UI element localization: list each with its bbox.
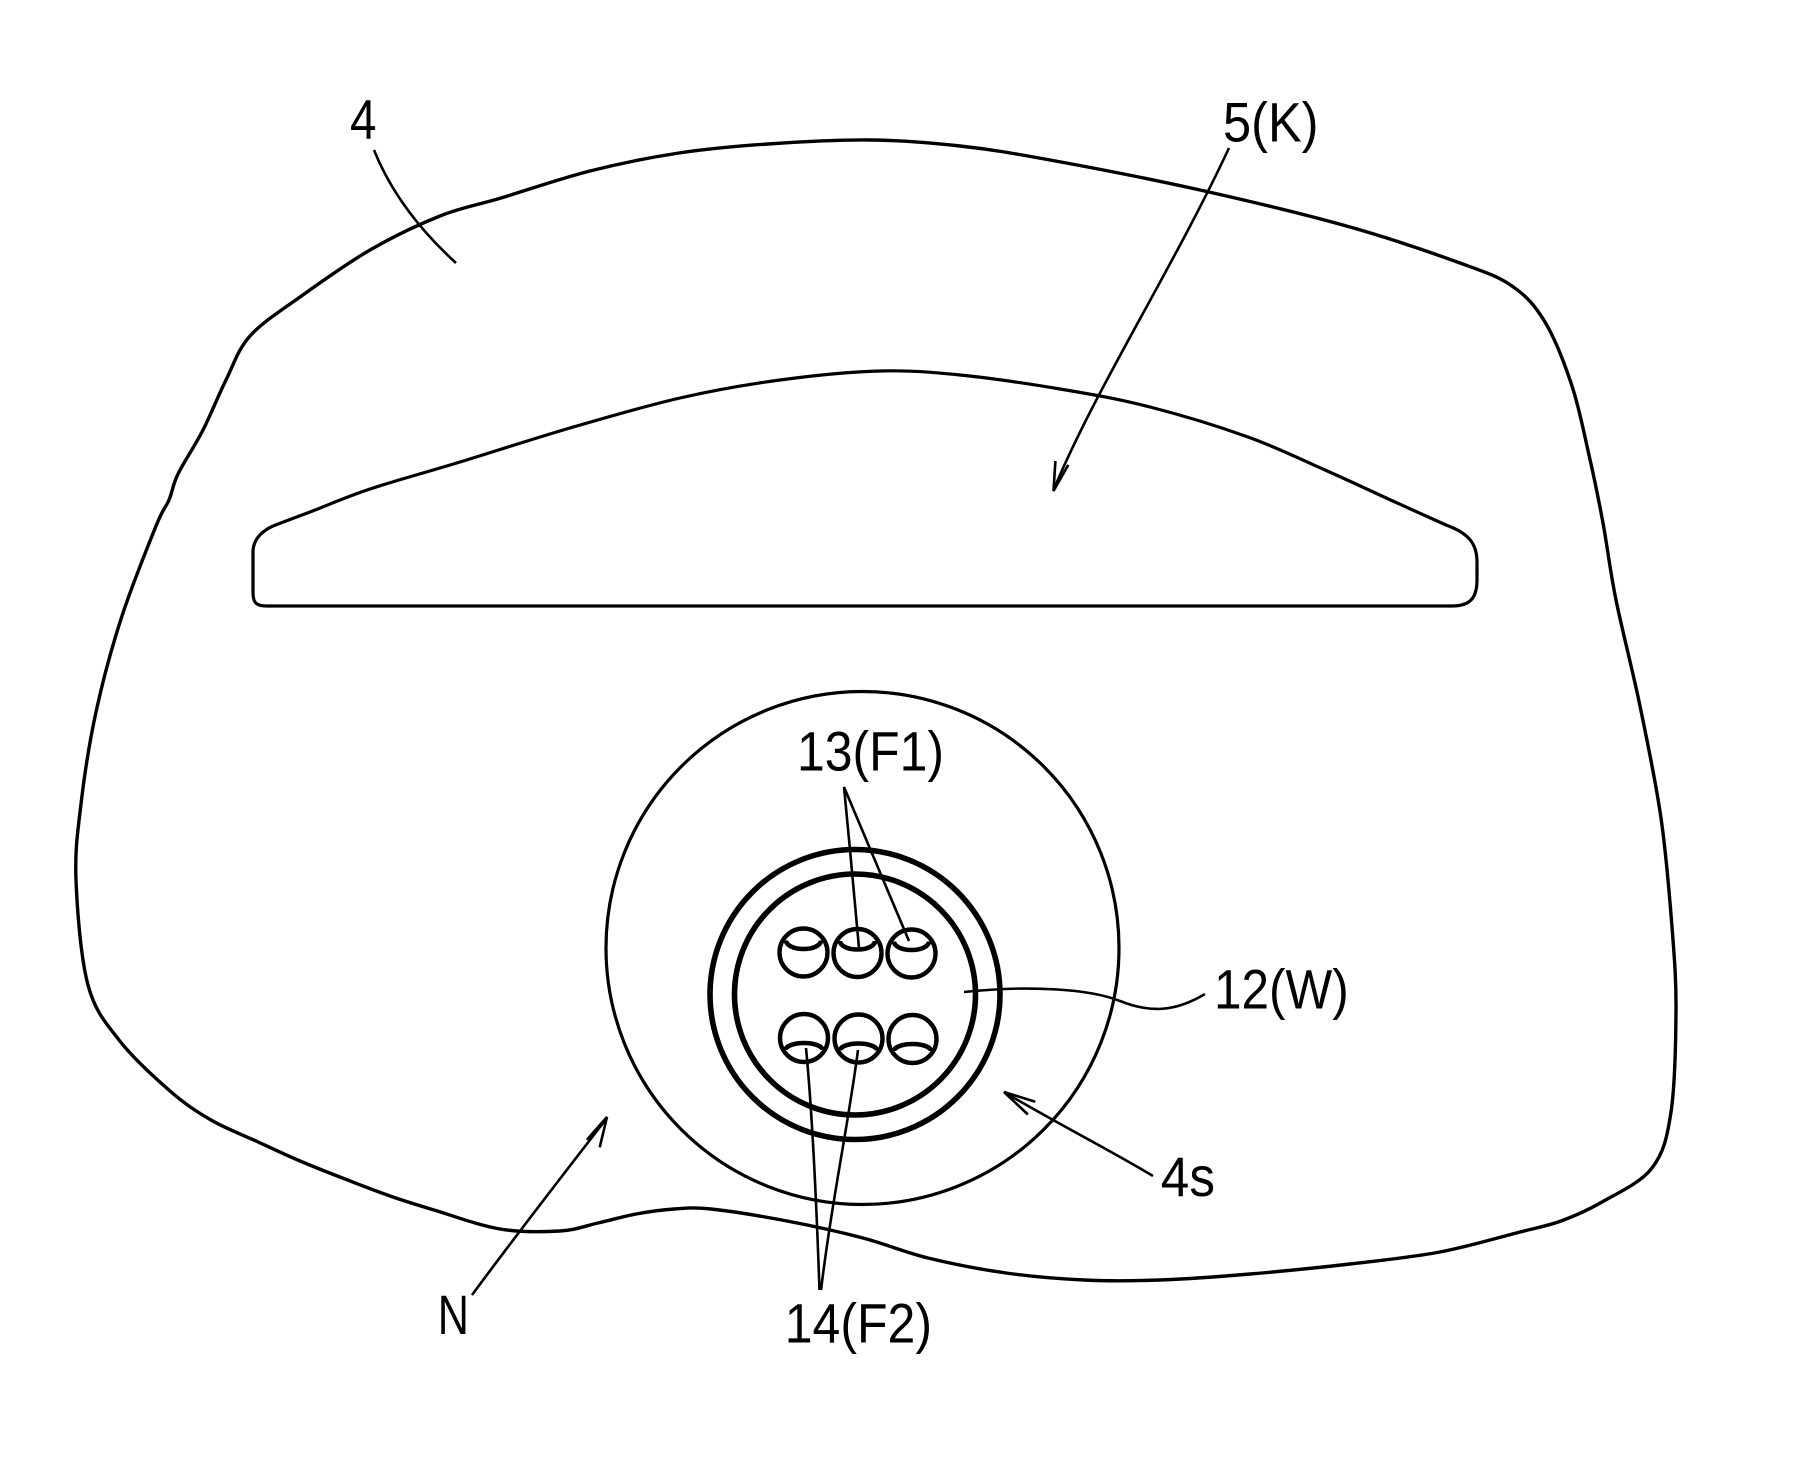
svg-text:12(W): 12(W) [1214, 958, 1349, 1021]
svg-text:4s: 4s [1161, 1145, 1215, 1208]
svg-text:N: N [438, 1283, 469, 1346]
svg-text:13(F1): 13(F1) [797, 720, 944, 783]
svg-text:5(K): 5(K) [1223, 90, 1319, 153]
svg-text:4: 4 [350, 88, 377, 151]
svg-text:14(F2): 14(F2) [785, 1291, 932, 1354]
